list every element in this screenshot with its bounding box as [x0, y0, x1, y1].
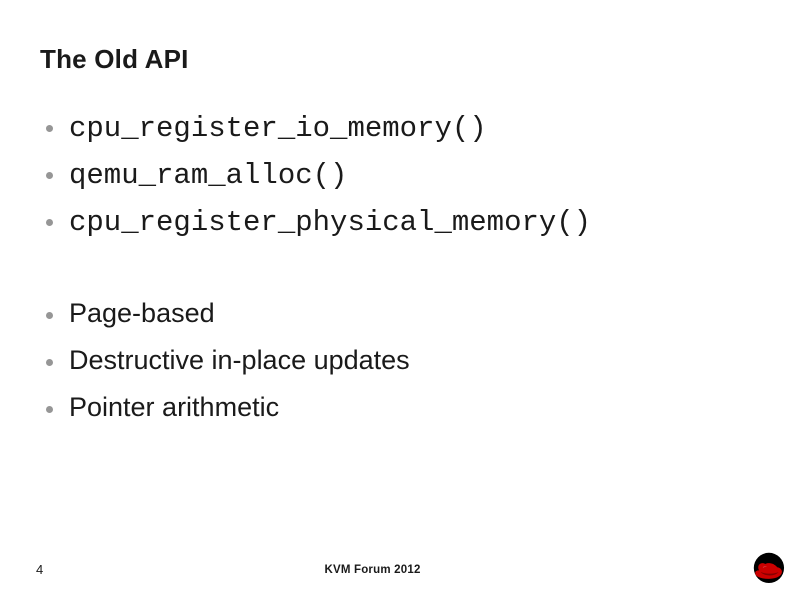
bullet-dot-icon: [46, 406, 53, 413]
list-item: cpu_register_io_memory(): [46, 112, 746, 159]
page-number: 4: [36, 562, 44, 577]
bullet-dot-icon: [46, 312, 53, 319]
list-item: Pointer arithmetic: [46, 391, 746, 438]
bullet-dot-icon: [46, 172, 53, 179]
list-item-label: cpu_register_io_memory(): [69, 112, 487, 145]
list-spacer: [46, 253, 746, 297]
list-item-label: qemu_ram_alloc(): [69, 159, 348, 192]
list-item-label: Destructive in-place updates: [69, 345, 410, 375]
footer-event-label: KVM Forum 2012: [324, 564, 421, 576]
list-item: Destructive in-place updates: [46, 344, 746, 391]
list-item-label: Page-based: [69, 298, 215, 328]
page-title: The Old API: [40, 44, 189, 74]
list-item: cpu_register_physical_memory(): [46, 206, 746, 253]
slide-footer: 4 KVM Forum 2012: [0, 548, 800, 600]
list-item-label: cpu_register_physical_memory(): [69, 206, 592, 239]
bullet-dot-icon: [46, 125, 53, 132]
red-hat-shadowman-logo-icon: [753, 552, 785, 584]
list-item-label: Pointer arithmetic: [69, 392, 280, 422]
list-item: Page-based: [46, 297, 746, 344]
bullet-dot-icon: [46, 219, 53, 226]
list-item: qemu_ram_alloc(): [46, 159, 746, 206]
bullet-list: cpu_register_io_memory() qemu_ram_alloc(…: [46, 112, 746, 438]
bullet-dot-icon: [46, 359, 53, 366]
